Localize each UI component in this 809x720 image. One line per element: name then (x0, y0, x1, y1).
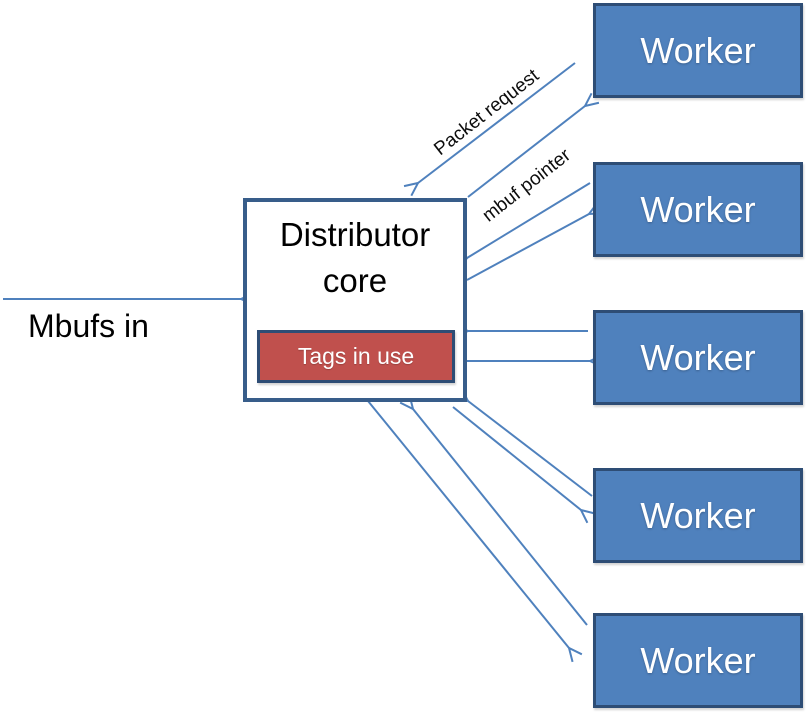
tags-in-use-label: Tags in use (297, 343, 415, 369)
arrow-distributor-to-worker5 (367, 400, 569, 648)
arrow-worker5-to-distributor (413, 409, 588, 626)
arrow-mbuf-pointer (467, 106, 585, 198)
arrow-worker4-to-distributor (468, 401, 593, 497)
arrow-distributor-to-worker2 (466, 214, 589, 281)
worker-label: Worker (640, 188, 756, 230)
tags-in-use-box: Tags in use (257, 330, 455, 383)
worker-label: Worker (640, 639, 756, 681)
worker-label: Worker (640, 29, 756, 71)
worker-box-3: Worker (593, 310, 803, 405)
worker-label: Worker (640, 336, 756, 378)
worker-box-2: Worker (593, 162, 803, 257)
distributor-core-box: Distributor core Tags in use (243, 198, 467, 402)
distributor-core-label: Distributor core (279, 216, 431, 300)
arrow-worker2-to-distributor (467, 182, 591, 258)
worker-label: Worker (640, 494, 756, 536)
arrow-distributor-to-worker4 (452, 406, 581, 510)
worker-box-1: Worker (593, 3, 803, 98)
worker-box-4: Worker (593, 468, 803, 563)
worker-box-5: Worker (593, 613, 803, 708)
arrow-packet-request (418, 62, 576, 183)
mbufs-in-label: Mbufs in (28, 308, 149, 344)
